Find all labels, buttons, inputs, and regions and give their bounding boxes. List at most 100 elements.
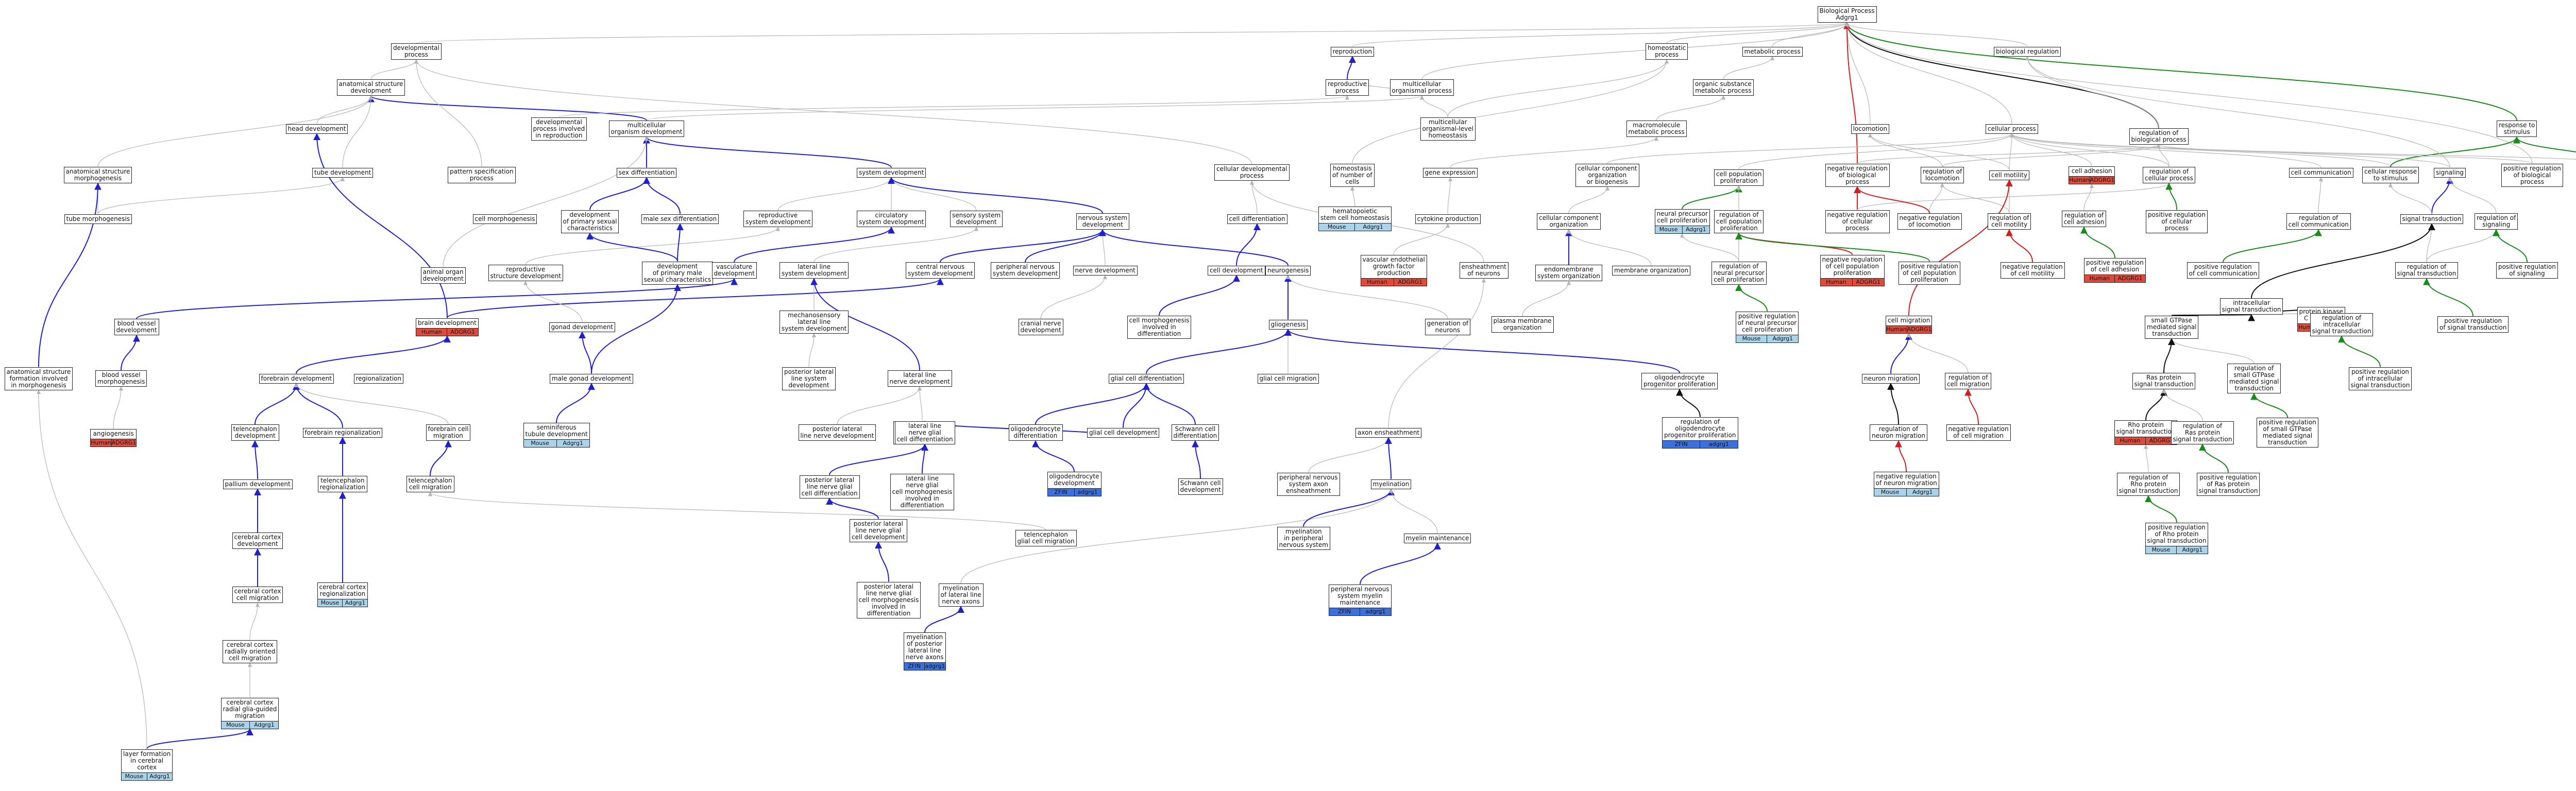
- go-term-celldevproc[interactable]: cellular developmental process: [1214, 164, 1290, 181]
- go-term-glialdiff[interactable]: glial cell differentiation: [1109, 373, 1184, 384]
- go-term-devinvreprod[interactable]: developmental process involved in reprod…: [531, 117, 587, 141]
- go-term-postlateralnerve[interactable]: posterior lateral line nerve development: [798, 424, 876, 441]
- go-term-gonad[interactable]: gonad development: [549, 322, 616, 332]
- go-term-gliogenesis[interactable]: gliogenesis: [1268, 319, 1308, 330]
- go-term-regintrasig[interactable]: regulation of intracellular signal trans…: [2310, 313, 2374, 336]
- go-term-cerebralradial[interactable]: cerebral cortex radially oriented cell m…: [223, 640, 278, 663]
- go-term-headdev[interactable]: head development: [285, 124, 348, 134]
- go-term-negregcellproc[interactable]: negative regulation of cellular process: [1825, 210, 1890, 233]
- go-term-vasculature[interactable]: vasculature development: [711, 262, 757, 279]
- go-term-regcellpop[interactable]: regulation of cell population proliferat…: [1714, 210, 1764, 233]
- go-term-multihomeo[interactable]: multicellular organismal-level homeostas…: [1420, 117, 1476, 141]
- go-term-regsigtrans[interactable]: regulation of signal transduction: [2395, 262, 2459, 279]
- go-term-rassig[interactable]: Ras protein signal transduction: [2132, 373, 2196, 389]
- go-term-genneurons[interactable]: generation of neurons: [1425, 319, 1471, 335]
- go-term-circsys[interactable]: circulatory system development: [857, 211, 926, 227]
- go-term-orgsub[interactable]: organic substance metabolic process: [1693, 79, 1754, 96]
- go-term-ensheath[interactable]: ensheathment of neurons: [1459, 262, 1509, 279]
- go-term-regrhosig[interactable]: regulation of Rho protein signal transdu…: [2116, 472, 2180, 496]
- go-term-negregbp[interactable]: negative regulation of biological proces…: [1825, 163, 1890, 187]
- go-term-sysdev[interactable]: system development: [857, 167, 926, 178]
- go-term-reprodsys[interactable]: reproductive system development: [743, 211, 813, 227]
- go-term-cellmorphdiff[interactable]: cell morphogenesis involved in different…: [1127, 315, 1192, 339]
- go-term-anatmemb[interactable]: endomembrane system organization: [1535, 265, 1602, 281]
- go-term-regneuronmig[interactable]: regulation of neuron migration: [1870, 424, 1927, 441]
- go-term-axonensheath[interactable]: axon ensheathment: [1355, 427, 1422, 438]
- go-term-lateralline[interactable]: lateral line system development: [779, 262, 849, 279]
- go-term-regrassig[interactable]: regulation of Ras protein signal transdu…: [2171, 421, 2234, 444]
- go-term-cytokine[interactable]: cytokine production: [1415, 214, 1481, 224]
- go-term-neurogenesis[interactable]: neurogenesis: [1265, 265, 1311, 276]
- go-term-homeonum[interactable]: homeostasis of number of cells: [1330, 163, 1375, 187]
- go-term-schwanndev[interactable]: Schwann cell development: [1178, 478, 1223, 495]
- go-term-bioreg[interactable]: biological regulation: [1994, 46, 2061, 57]
- go-term-regcellcomm[interactable]: regulation of cell communication: [2286, 213, 2351, 230]
- go-term-anatform[interactable]: anatomical structure formation involved …: [4, 367, 73, 390]
- go-term-devprimmale[interactable]: development of primary male sexual chara…: [641, 261, 714, 285]
- go-term-telenceph[interactable]: telencephalon development: [231, 424, 279, 441]
- go-term-celldev[interactable]: cell development: [1208, 265, 1265, 276]
- go-term-cellmorph[interactable]: cell morphogenesis: [472, 214, 537, 224]
- go-term-pnsmyelin[interactable]: peripheral nervous system myelin mainten…: [1329, 584, 1392, 616]
- go-term-posregcellpop[interactable]: positive regulation of cell population p…: [1899, 261, 1960, 285]
- go-term-cerebralcortexmig[interactable]: cerebral cortex cell migration: [232, 587, 283, 603]
- go-term-telencephglial[interactable]: telencephalon glial cell migration: [1015, 530, 1077, 546]
- go-term-cranialnerve[interactable]: cranial nerve development: [1018, 319, 1063, 335]
- go-term-reprodtube[interactable]: reproductive structure development: [488, 265, 563, 281]
- go-term-schwanndiff[interactable]: Schwann cell differentiation: [1171, 424, 1219, 441]
- go-term-oligodiff[interactable]: oligodendrocyte differentiation: [1008, 424, 1063, 441]
- go-term-posregsmallgtp[interactable]: positive regulation of small GTPase medi…: [2257, 418, 2318, 448]
- go-term-regcellproc[interactable]: regulation of cellular process: [2143, 167, 2195, 183]
- go-term-macro[interactable]: macromolecule metabolic process: [1626, 121, 1687, 137]
- go-term-posregrassig[interactable]: positive regulation of Ras protein signa…: [2196, 472, 2260, 496]
- go-term-negregcellpop[interactable]: negative regulation of cell population p…: [1820, 254, 1885, 286]
- go-term-homeo[interactable]: homeostatic process: [1646, 43, 1688, 60]
- go-term-anatdev[interactable]: anatomical structure development: [336, 79, 405, 96]
- go-term-postlateralglialdev[interactable]: posterior lateral line nerve glial cell …: [850, 519, 907, 542]
- go-term-lateralglialdiff[interactable]: lateral line nerve glial cell differenti…: [894, 421, 955, 444]
- go-term-nervedev[interactable]: nerve development: [1073, 265, 1138, 276]
- go-term-posregbp[interactable]: positive regulation of biological proces…: [2501, 163, 2563, 187]
- go-term-bp[interactable]: Biological Process Adgrg1: [1817, 6, 1877, 23]
- go-term-tubedev[interactable]: tube development: [312, 167, 374, 178]
- go-term-signaltrans[interactable]: signal transduction: [2400, 214, 2464, 224]
- go-term-regcellmig[interactable]: regulation of cell migration: [1945, 373, 1992, 389]
- go-term-regcelladh[interactable]: regulation of cell adhesion: [2061, 211, 2107, 227]
- go-term-postlateralglial[interactable]: posterior lateral line nerve glial cell …: [799, 475, 860, 498]
- go-term-posregsigtrans[interactable]: positive regulation of signal transducti…: [2437, 316, 2509, 333]
- go-term-reprod[interactable]: reproduction: [1330, 46, 1374, 57]
- go-term-intrasig[interactable]: intracellular signal transduction: [2219, 298, 2283, 315]
- go-term-cellproc[interactable]: cellular process: [1986, 124, 2038, 134]
- go-term-mechanosens[interactable]: mechanosensory lateral line system devel…: [779, 310, 849, 334]
- go-term-posregsignaling[interactable]: positive regulation of signaling: [2496, 262, 2558, 279]
- go-term-cellcomporg[interactable]: cellular component organization: [1537, 213, 1601, 230]
- go-term-myelinpns[interactable]: myelination in peripheral nervous system: [1277, 526, 1330, 550]
- go-term-anatmorph[interactable]: anatomical structure morphogenesis: [63, 167, 132, 183]
- go-term-cerebralcortexdev[interactable]: cerebral cortex development: [232, 532, 283, 549]
- go-term-negreglocom[interactable]: negative regulation of locomotion: [1897, 213, 1962, 230]
- go-term-patspec[interactable]: pattern specification process: [448, 167, 516, 183]
- go-term-regbp[interactable]: regulation of biological process: [2129, 128, 2189, 145]
- go-term-multidev[interactable]: multicellular organism development: [608, 121, 685, 137]
- go-term-myelinmaint[interactable]: myelin maintenance: [1403, 533, 1471, 543]
- go-term-signaling[interactable]: signaling: [2434, 167, 2466, 178]
- go-term-lateralglialmorph[interactable]: lateral line nerve glial cell morphogene…: [890, 473, 955, 510]
- go-term-negregcellmig[interactable]: negative regulation of cell migration: [1946, 424, 2011, 441]
- go-term-regneuralprec[interactable]: regulation of neural precursor cell prol…: [1711, 261, 1767, 285]
- go-term-devproc[interactable]: developmental process: [391, 43, 442, 60]
- go-term-geneexp[interactable]: gene expression: [1422, 167, 1478, 178]
- go-term-forebraincm[interactable]: forebrain cell migration: [426, 424, 471, 441]
- go-term-nervsys[interactable]: nervous system development: [1076, 213, 1129, 230]
- go-term-telencephmig[interactable]: telencephalon cell migration: [406, 476, 454, 492]
- go-term-myelination[interactable]: myelination: [1370, 479, 1412, 489]
- go-term-cerebralglia[interactable]: cerebral cortex radial glia-guided migra…: [221, 697, 279, 729]
- go-term-cellcomp[interactable]: cellular component organization or bioge…: [1575, 163, 1639, 187]
- go-term-regsignaling[interactable]: regulation of signaling: [2475, 213, 2518, 230]
